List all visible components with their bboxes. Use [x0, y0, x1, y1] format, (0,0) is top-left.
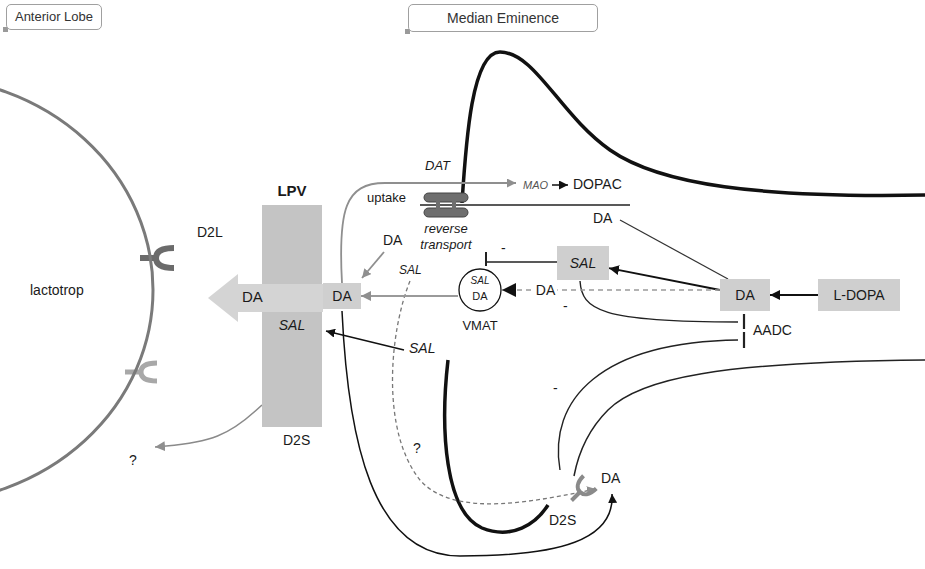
- receptor-symbol: [125, 363, 157, 381]
- receptor-symbol: [140, 248, 174, 268]
- node-text: DA: [332, 288, 351, 304]
- node-text: lactotrop: [30, 282, 84, 298]
- mao-arrow: [552, 184, 568, 186]
- region-tag: Median Eminence: [408, 4, 598, 32]
- inhibition-bar: [743, 314, 745, 329]
- node-text: Anterior Lobe: [15, 9, 93, 25]
- node-text: VMAT: [446, 318, 514, 334]
- node-text: DA: [458, 288, 502, 304]
- terminal-outline: [574, 360, 925, 476]
- node-text: SAL: [570, 255, 596, 271]
- transporter-label: DAT: [424, 158, 451, 174]
- substance-label: SAL: [398, 262, 423, 278]
- autoreceptor-arrow: [342, 311, 612, 556]
- portal-vessel: LPVSAL: [262, 205, 322, 427]
- node-text: DA: [242, 289, 263, 305]
- inhibition-bar: [743, 332, 745, 348]
- substance-label: DA: [382, 232, 403, 248]
- inhibition-line: [558, 340, 738, 470]
- region-tag: Anterior Lobe: [6, 4, 102, 30]
- uptake-arrow: [341, 183, 516, 283]
- vesicle-circle: SALDAVMAT: [458, 268, 502, 312]
- substance-label: SAL: [408, 340, 436, 356]
- process-label: reverse transport: [412, 221, 480, 253]
- connector-arrow: [770, 294, 818, 296]
- leader-line: [620, 220, 728, 279]
- node-text: Median Eminence: [447, 10, 559, 26]
- process-box: DA: [323, 283, 361, 309]
- arrow-shape: [208, 274, 323, 322]
- question-mark: ?: [128, 452, 138, 468]
- sign-label: -: [500, 240, 507, 256]
- inhibition-bar: [485, 252, 487, 266]
- enzyme-label: AADC: [752, 322, 793, 338]
- dashed-arrow: [393, 281, 597, 504]
- process-box: DA: [720, 279, 770, 311]
- membrane-line: [420, 204, 630, 206]
- node-text: SAL: [458, 273, 502, 289]
- receptor-label: D2S: [548, 512, 577, 528]
- connector-arrow: [361, 295, 458, 297]
- node-text: LPV: [262, 183, 322, 199]
- process-label: uptake: [366, 190, 407, 206]
- node-text: DA: [735, 287, 754, 303]
- process-box: L-DOPA: [818, 279, 900, 311]
- cell-outline: lactotrop: [0, 75, 155, 505]
- connector-arrow: [609, 268, 720, 290]
- enzyme-label: MAO: [522, 177, 549, 193]
- sign-label: -: [552, 380, 559, 396]
- release-arrow: [362, 252, 384, 278]
- inhibition-line: [486, 261, 557, 262]
- receptor-symbol: [565, 476, 596, 507]
- question-mark: ?: [412, 440, 422, 456]
- sign-label: -: [562, 298, 569, 314]
- terminal-outline: [462, 52, 925, 203]
- substance-label: DA: [592, 210, 613, 226]
- receptor-label: D2L: [196, 224, 224, 240]
- terminal-outline: [445, 360, 548, 532]
- node-text: L-DOPA: [833, 287, 884, 303]
- inhibition-line: [580, 281, 738, 322]
- connector-arrow: [155, 405, 262, 447]
- node-text: SAL: [262, 317, 322, 333]
- process-box: SAL: [557, 246, 609, 280]
- metabolite-label: DOPAC: [572, 176, 623, 192]
- transporter-symbol: [424, 193, 468, 217]
- sal-arrow: [326, 331, 404, 350]
- receptor-label: D2S: [282, 432, 311, 448]
- edge-label: DA: [534, 282, 557, 298]
- release-arrow-shape: DA: [208, 274, 323, 322]
- substance-label: DA: [600, 470, 621, 486]
